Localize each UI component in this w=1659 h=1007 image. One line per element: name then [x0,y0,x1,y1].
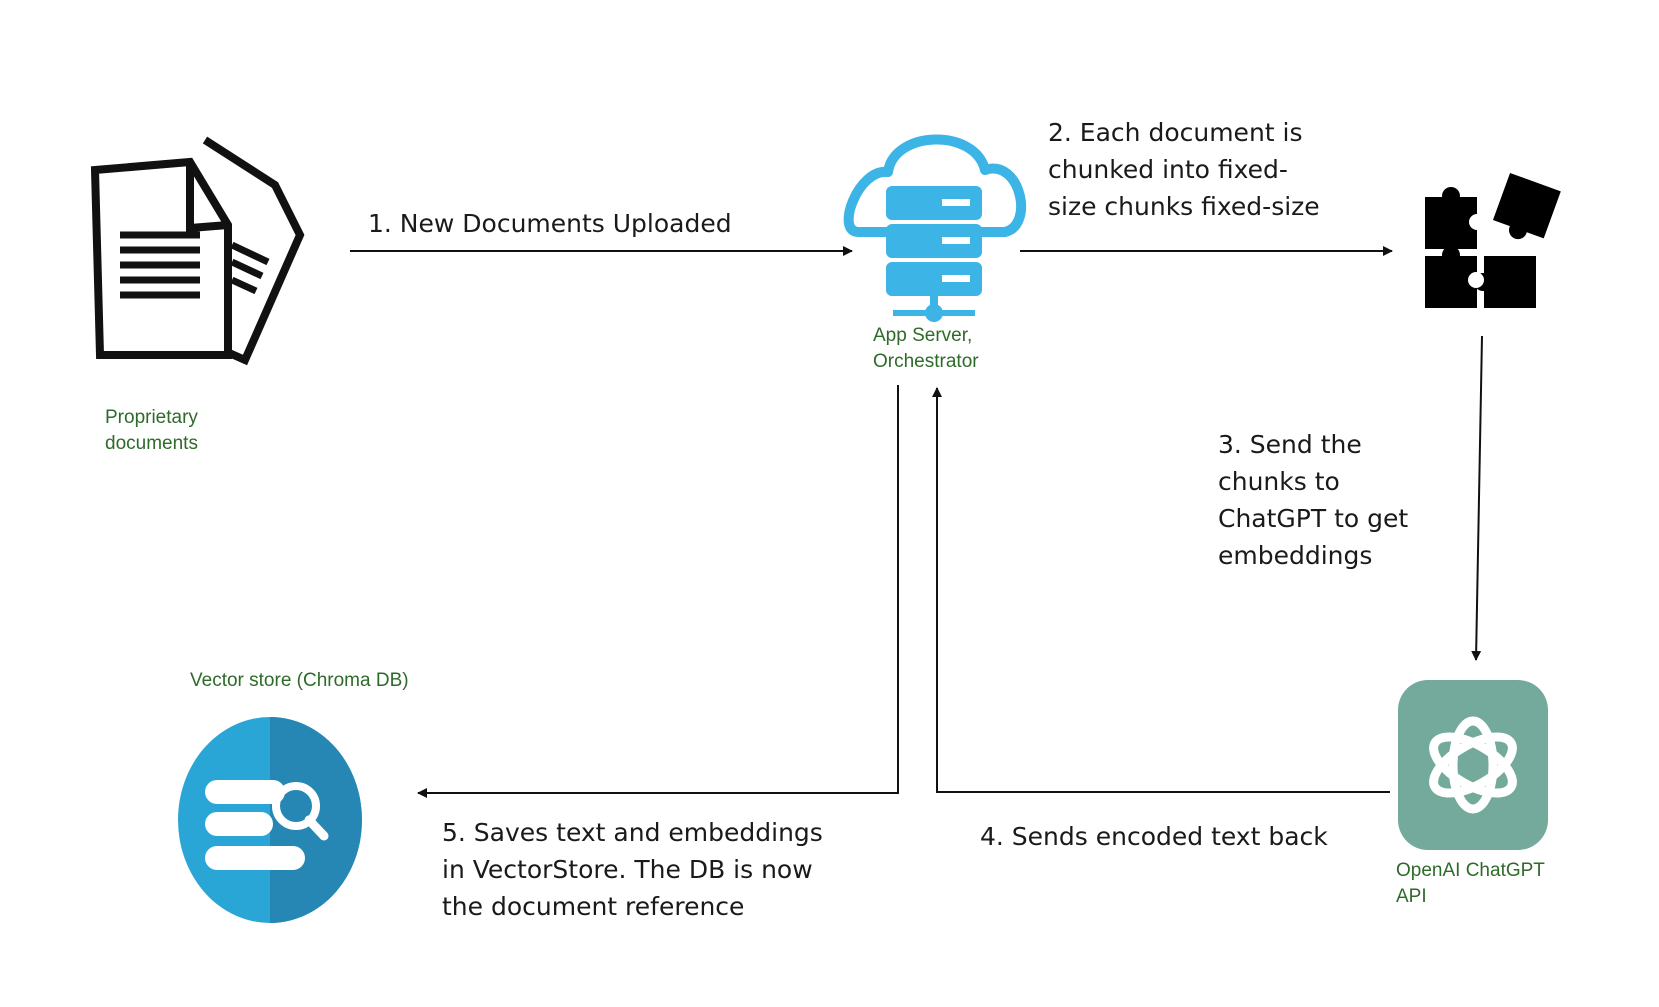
database-search-icon [178,717,362,923]
flow-arrows [350,246,1483,798]
documents-icon [90,136,305,366]
arrow-step-3 [1471,335,1483,661]
arrow-step-4 [932,387,1390,793]
openai-logo-icon [1398,680,1548,850]
app-server-label: App Server, Orchestrator [873,325,979,372]
documents-label: Proprietary documents [105,407,198,454]
step-3-label: 3. Send the chunks to ChatGPT to get emb… [1218,430,1409,570]
openai-label: OpenAI ChatGPT API [1396,860,1545,907]
vector-store-label: Vector store (Chroma DB) [190,670,409,691]
step-4-label: 4. Sends encoded text back [980,822,1328,851]
step-5-label: 5. Saves text and embeddings in VectorSt… [442,818,823,921]
puzzle-pieces-icon [1425,172,1561,308]
cloud-server-icon [843,134,1026,322]
step-2-label: 2. Each document is chunked into fixed- … [1048,118,1320,221]
arrow-step-5 [417,385,899,798]
step-1-label: 1. New Documents Uploaded [368,209,732,238]
